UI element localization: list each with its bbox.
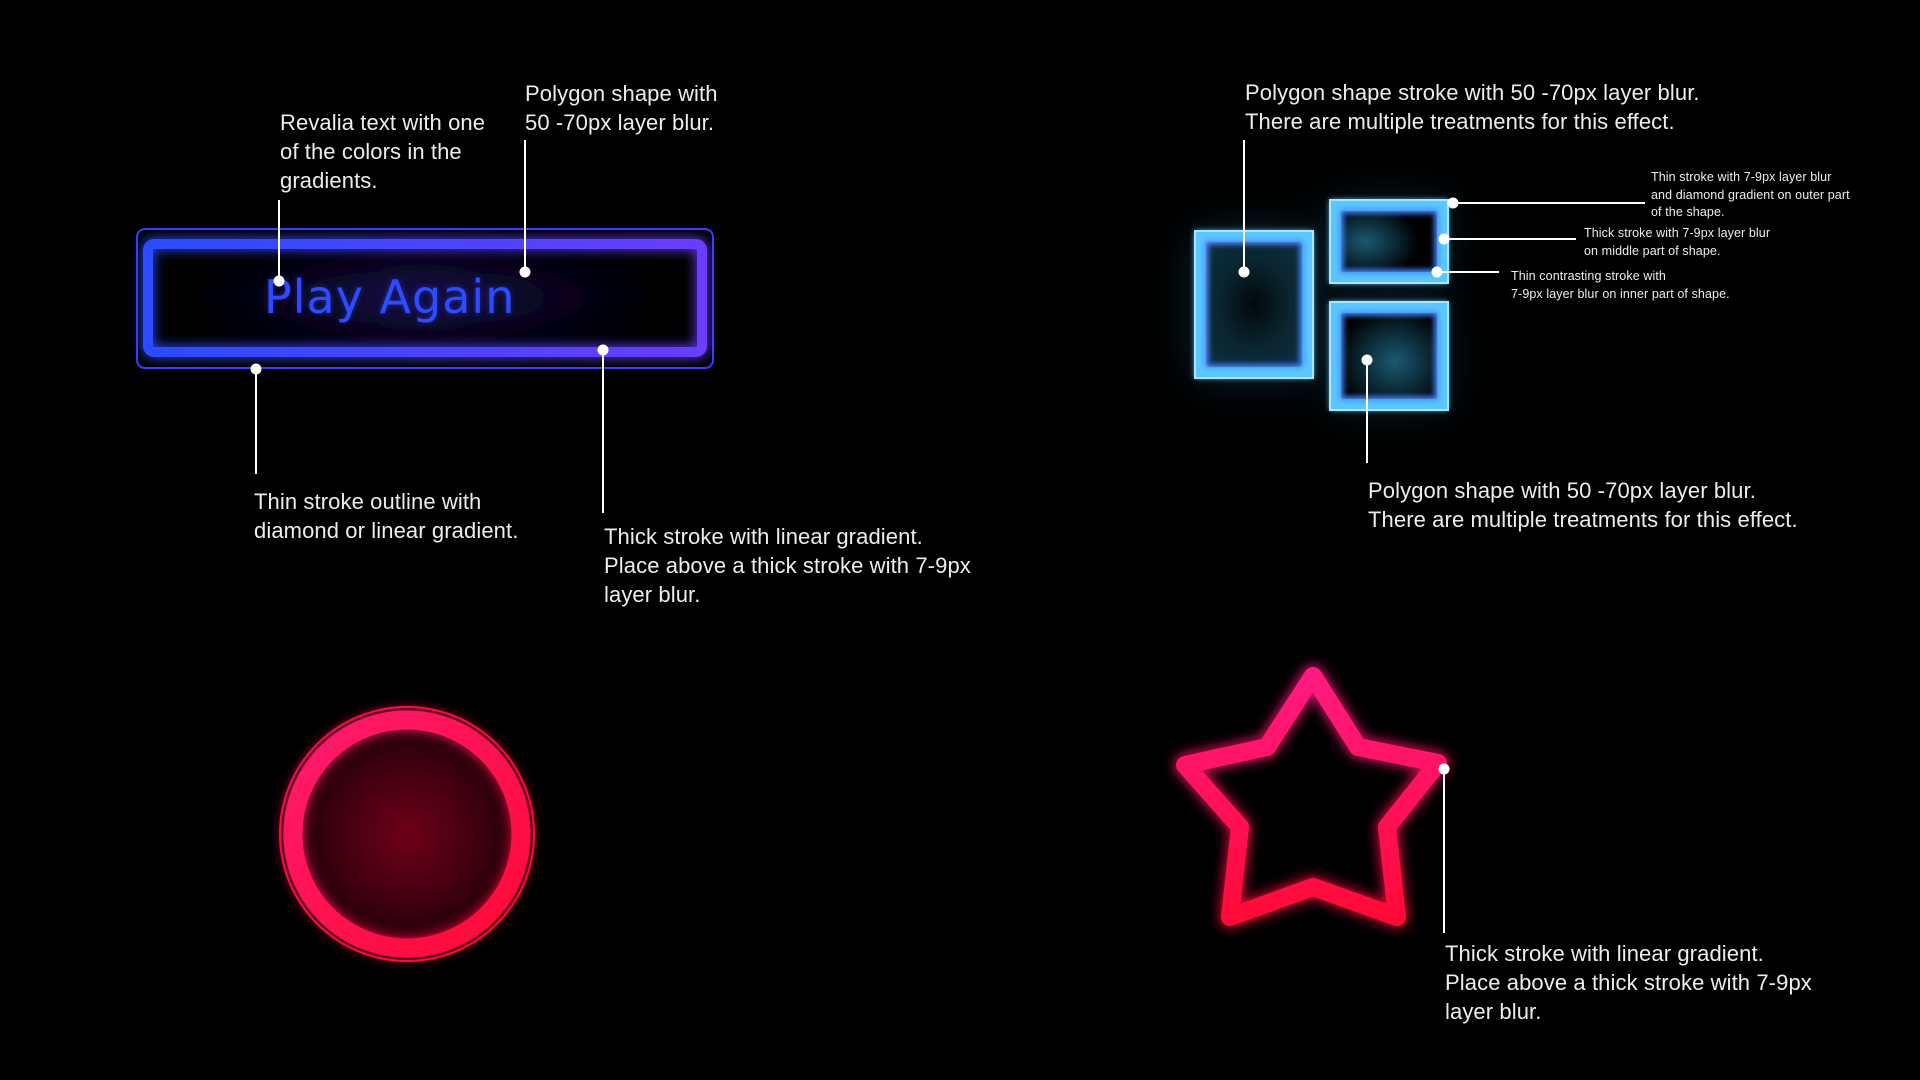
neon-star-art	[1174, 665, 1449, 928]
annotation-button-thick-stroke: Thick stroke with linear gradient. Place…	[604, 524, 971, 607]
leader-line-star	[1443, 769, 1445, 933]
leader-dot-squares-stroke	[1238, 266, 1250, 278]
annotation-button-thin-outline: Thin stroke outline with diamond or line…	[254, 489, 519, 543]
leader-line-button-polygon	[524, 140, 526, 272]
leader-line-squares-inner	[1437, 271, 1499, 273]
neon-circle-art	[279, 706, 535, 962]
annotation-squares-middle: Thick stroke with 7-9px layer blur on mi…	[1584, 226, 1771, 258]
leader-line-squares-outer	[1453, 202, 1645, 204]
play-again-button-art	[136, 228, 714, 369]
annotation-button-polygon-blur: Polygon shape with 50 -70px layer blur.	[525, 81, 718, 135]
annotation-squares-fill-blur: Polygon shape with 50 -70px layer blur. …	[1368, 478, 1798, 532]
annotation-squares-stroke-blur: Polygon shape stroke with 50 -70px layer…	[1245, 80, 1700, 134]
annotation-squares-outer: Thin stroke with 7-9px layer blur and di…	[1651, 170, 1850, 219]
leader-line-squares-stroke	[1243, 140, 1245, 272]
leader-line-squares-fill	[1366, 360, 1368, 463]
leader-line-squares-middle	[1444, 238, 1576, 240]
annotation-squares-inner: Thin contrasting stroke with 7-9px layer…	[1511, 269, 1730, 301]
leader-line-button-thick	[602, 350, 604, 513]
annotation-star-thick-stroke: Thick stroke with linear gradient. Place…	[1445, 941, 1812, 1024]
neon-squares-art	[1194, 199, 1449, 411]
play-again-button[interactable]: Play Again	[264, 270, 516, 324]
annotation-revalia-text: Revalia text with one of the colors in t…	[280, 110, 486, 193]
leader-dot-revalia	[273, 275, 285, 287]
leader-line-thin-outline	[255, 369, 257, 474]
leader-dot-button-polygon	[519, 266, 531, 278]
leader-line-revalia	[278, 200, 280, 281]
